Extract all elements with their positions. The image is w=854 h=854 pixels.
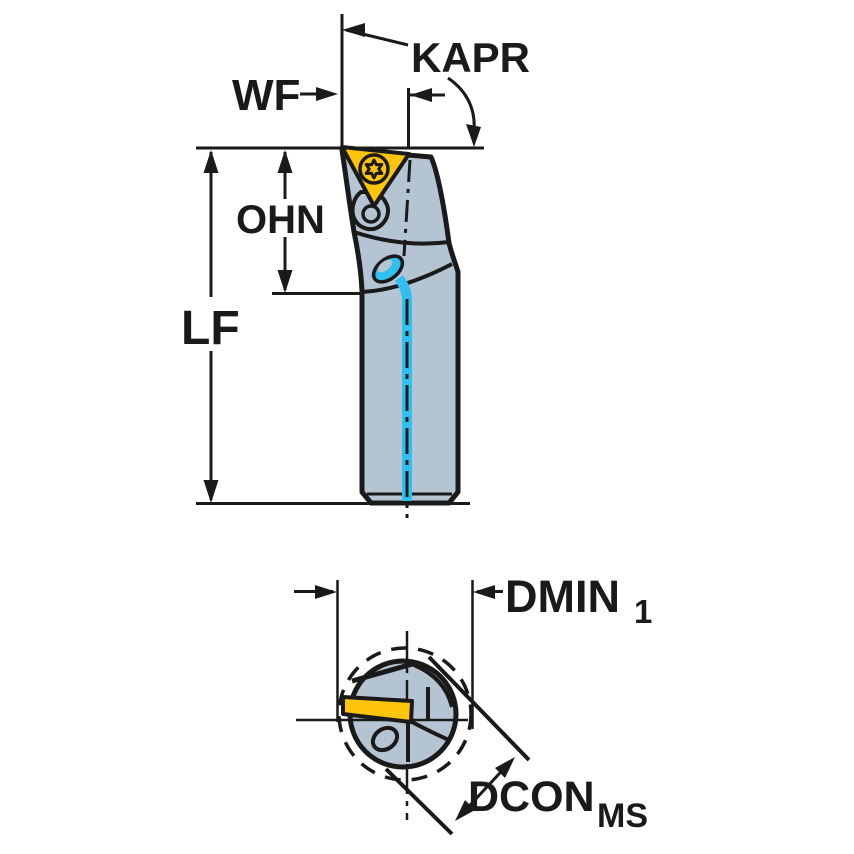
dcon-tangent-line-lower bbox=[384, 767, 454, 836]
dmin-subscript: 1 bbox=[634, 593, 652, 630]
coolant-hole-end bbox=[370, 725, 400, 753]
dmin-arrow-left-icon bbox=[315, 585, 337, 599]
ohn-label: OHN bbox=[236, 198, 325, 242]
ohn-arrow-up-icon bbox=[277, 150, 293, 173]
pocket-arc bbox=[413, 663, 454, 708]
torx-screw-icon bbox=[358, 153, 390, 185]
insert-end bbox=[341, 695, 414, 724]
kapr-leader-arrow-icon bbox=[342, 23, 365, 37]
dcon-arrow-down-icon bbox=[455, 800, 475, 821]
lf-label: LF bbox=[181, 302, 240, 355]
dmin-arrow-right-icon bbox=[473, 585, 495, 599]
wf-label: WF bbox=[232, 71, 300, 120]
side-view: KAPR WF OHN LF bbox=[181, 14, 530, 518]
kapr-arc-arrow-icon bbox=[466, 124, 481, 147]
dcon-subscript: MS bbox=[597, 797, 648, 835]
body-flat-edge bbox=[351, 660, 417, 684]
dmin-dashed-circle bbox=[337, 646, 473, 782]
clamp-hole bbox=[361, 204, 381, 224]
torx-star-icon bbox=[364, 158, 384, 180]
dcon-tangent-line-upper bbox=[427, 655, 531, 762]
ohn-arrow-down-icon bbox=[277, 270, 293, 293]
coolant-exit-inner bbox=[377, 259, 393, 273]
end-view: DMIN 1 DCON MS bbox=[294, 571, 652, 836]
head-centerline bbox=[402, 159, 412, 257]
wf-arrow-icon bbox=[316, 87, 338, 101]
dcon-arrow-up-icon bbox=[495, 757, 515, 778]
dmin-label: DMIN bbox=[505, 571, 620, 622]
lf-arrow-down-icon bbox=[203, 480, 219, 503]
pocket-lower-curve bbox=[411, 720, 450, 742]
dcon-label: DCON bbox=[468, 773, 595, 821]
wf-axis-arrow-icon bbox=[410, 88, 432, 102]
head-junction-line bbox=[353, 230, 450, 246]
lf-arrow-up-icon bbox=[203, 150, 219, 173]
kapr-label: KAPR bbox=[411, 34, 530, 81]
